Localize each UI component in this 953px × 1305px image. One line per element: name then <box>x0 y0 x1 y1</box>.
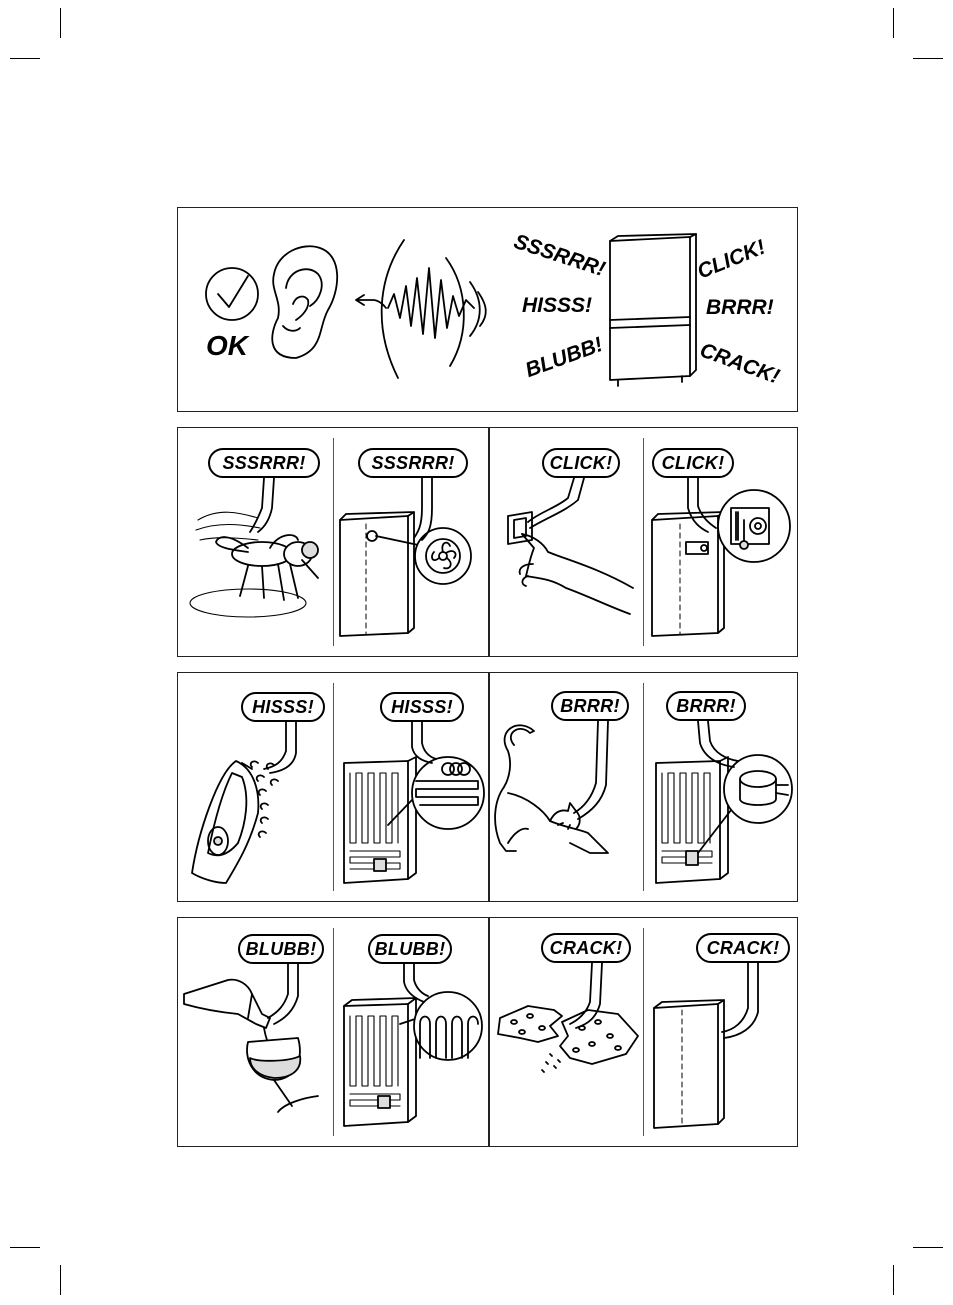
row2-bubble-tails <box>178 673 799 903</box>
row-sssrrr-click: SSSRRR! SSSRRR! CLICK! CLICK! <box>177 427 798 657</box>
row3-bubble-tails <box>178 918 799 1148</box>
fridge-icon <box>610 234 696 386</box>
row1-bubble-tails <box>178 428 799 658</box>
row-blubb-crack: BLUBB! BLUBB! CRACK! CRACK! <box>177 917 798 1147</box>
sound-word-hisss: HISSS! <box>522 294 592 318</box>
ear-icon <box>272 246 337 358</box>
overview-panel: OK SSSRRR! HISSS! BLUBB! CLICK! BRRR! CR… <box>177 207 798 412</box>
ok-label: OK <box>206 330 248 362</box>
check-icon <box>206 268 258 320</box>
sound-word-brrr: BRRR! <box>706 296 774 320</box>
soundwave-icon <box>382 240 486 378</box>
row-hisss-brrr: HISSS! HISSS! BRRR! BRRR! <box>177 672 798 902</box>
